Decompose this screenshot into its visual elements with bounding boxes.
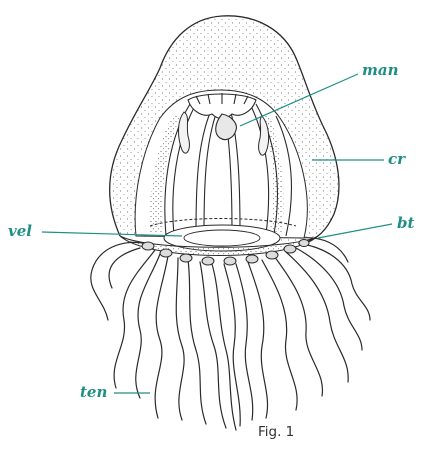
leader-bt — [317, 223, 393, 239]
leader-lines — [41, 73, 393, 394]
label-vel: vel — [8, 222, 32, 240]
canal-shading — [149, 116, 284, 232]
label-cr: cr — [388, 150, 406, 168]
leader-vel — [41, 231, 183, 237]
tentacles — [90, 237, 371, 431]
gonads — [178, 111, 270, 156]
bell-margin — [119, 235, 319, 266]
label-bt: bt — [397, 214, 414, 232]
label-man: man — [362, 61, 399, 79]
figure-caption: Fig. 1 — [258, 424, 294, 440]
leader-man — [239, 73, 359, 127]
manubrium — [187, 93, 257, 141]
label-ten: ten — [80, 383, 107, 401]
